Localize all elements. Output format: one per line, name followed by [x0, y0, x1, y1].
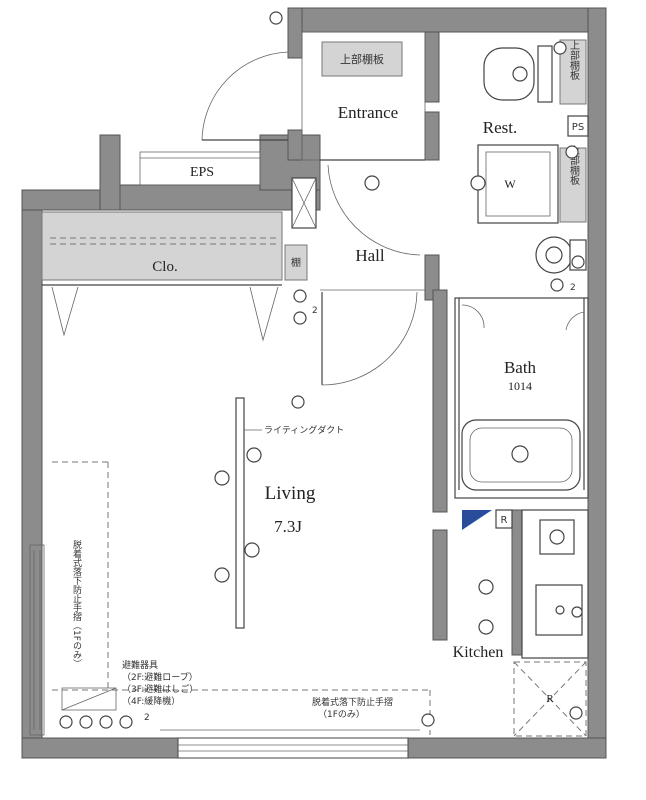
outlet-icon [119, 715, 133, 729]
ps-label: PS [572, 122, 584, 133]
switch-icon [293, 311, 307, 325]
bath-size-label: 1014 [508, 379, 532, 393]
lighting-duct-label: ライティングダクト [264, 424, 344, 436]
outlet-icon [59, 715, 73, 729]
kitchen-r-small-label: R [501, 515, 508, 526]
kitchen-label: Kitchen [453, 644, 504, 661]
hall-label: Hall [355, 246, 385, 265]
wash-outlet-icon [565, 145, 579, 159]
balcony-rail-label: 脱着式落下防止手摺（1Fのみ） [71, 539, 82, 668]
living-size-label: 7.3J [274, 517, 302, 536]
basin-number: 2 [570, 283, 576, 293]
outer-walls [21, 7, 607, 759]
spotlight-icon [214, 470, 230, 486]
bath-fan-icon [511, 445, 529, 463]
basin-outlet-icon [571, 255, 585, 269]
intercom-icon [269, 11, 283, 25]
bath-label: Bath [504, 358, 537, 377]
outlet-icon [99, 715, 113, 729]
fridge-outlet-icon [569, 706, 583, 720]
hall-light-icon [364, 175, 380, 191]
outlet-icon [421, 713, 435, 727]
breaker-icon [462, 510, 492, 530]
hall-area: Hall 2 [291, 159, 425, 386]
eps-label: EPS [190, 165, 214, 180]
entrance-label: Entrance [338, 103, 398, 122]
window-rail-label-2: （1Fのみ） [318, 709, 365, 720]
switch-icon [293, 289, 307, 303]
kitchen-area: R Kitchen R [453, 509, 589, 737]
closet-label: Clo. [152, 259, 177, 275]
toilet-fan-icon [512, 66, 528, 82]
eps-area: EPS [139, 151, 261, 186]
toilet-shelf-label: 上部棚板 [568, 40, 580, 81]
entrance-shelf-label: 上部棚板 [340, 52, 384, 66]
fridge-label: R [546, 693, 554, 705]
basin-outlet-icon [550, 278, 564, 292]
kitchen-light-icon [478, 619, 494, 635]
small-shelf-label: 棚 [291, 256, 301, 269]
escape-label-3: （3F:避難はしご） [122, 683, 198, 695]
washer-label: W [504, 177, 516, 191]
closet-area: Clo. 棚 [41, 211, 308, 342]
toilet-outlet-icon [553, 41, 567, 55]
living-light-icon [291, 395, 305, 409]
rest-label: Rest. [483, 118, 517, 137]
spotlight-icon [246, 447, 262, 463]
escape-label-4: （4F:緩降機） [122, 695, 180, 707]
living-area: ライティングダクト Living 7.3J 脱着式落下防止手摺（1Fのみ） 避難… [29, 395, 435, 759]
escape-label-1: 避難器具 [122, 659, 158, 671]
switch-number: 2 [312, 306, 318, 316]
outlet-number: 2 [144, 713, 150, 723]
escape-label-2: （2F:避難ロープ） [122, 671, 198, 683]
restroom-area: Rest. 上部棚板 PS W 上部棚板 2 [470, 39, 589, 293]
window-rail-label-1: 脱着式落下防止手摺 [312, 696, 393, 708]
spotlight-icon [244, 542, 260, 558]
bath-area: Bath 1014 [454, 297, 589, 499]
entrance-area: 上部棚板 Entrance [201, 11, 426, 161]
spotlight-icon [214, 567, 230, 583]
outlet-icon [79, 715, 93, 729]
stove-burner-icon [549, 529, 565, 545]
sink-outlet-icon [571, 606, 583, 618]
rest-light-icon [470, 175, 486, 191]
kitchen-light-icon [478, 579, 494, 595]
living-label: Living [265, 483, 316, 504]
